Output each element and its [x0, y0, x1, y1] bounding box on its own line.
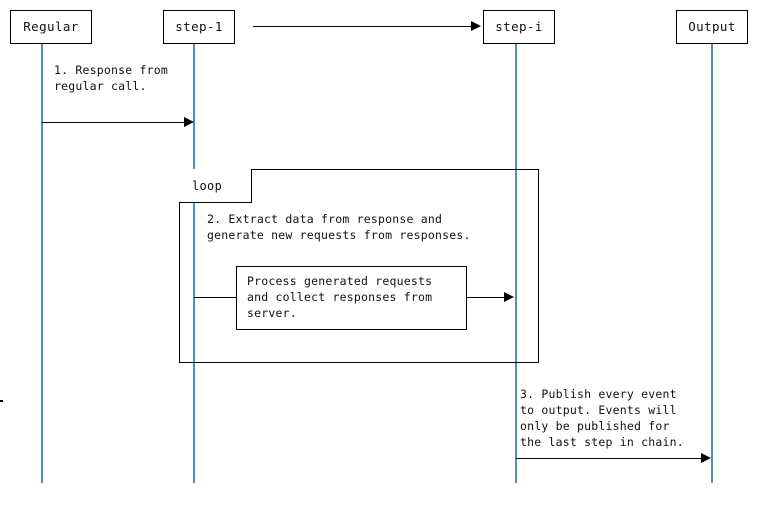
message-3-line	[516, 458, 702, 459]
message-3-label: 3. Publish every event to output. Events…	[520, 387, 684, 449]
message-1-label: 1. Response from regular call.	[54, 63, 168, 93]
message-2-line-right	[467, 297, 505, 298]
message-2-arrowhead	[504, 292, 514, 302]
message-3-arrowhead	[701, 453, 711, 463]
message-1-line	[42, 122, 185, 123]
loop-fragment-label-text: loop	[192, 178, 223, 193]
loop-fragment[interactable]	[179, 169, 539, 363]
lifeline-output	[711, 44, 713, 483]
participant-regular[interactable]: Regular	[10, 10, 92, 44]
participant-step-i[interactable]: step-i	[483, 10, 555, 44]
participant-step-i-label: step-i	[495, 18, 543, 34]
participant-output[interactable]: Output	[676, 10, 748, 44]
message-2-note: Process generated requests and collect r…	[236, 266, 467, 330]
message-2-line-left	[194, 297, 236, 298]
participant-step-1[interactable]: step-1	[163, 10, 235, 44]
lifeline-step-1	[193, 44, 195, 483]
loop-body-text: 2. Extract data from response and genera…	[207, 212, 471, 242]
loop-fragment-label: loop	[179, 169, 252, 203]
participant-step-1-label: step-1	[175, 18, 223, 34]
edge-artifact	[0, 400, 3, 402]
lifeline-regular	[41, 44, 43, 483]
message-chain-line	[253, 26, 472, 27]
participant-output-label: Output	[688, 18, 736, 34]
participant-regular-label: Regular	[23, 18, 79, 34]
message-chain-arrowhead	[471, 21, 481, 31]
message-1-arrowhead	[184, 117, 194, 127]
lifeline-step-i	[515, 44, 517, 483]
